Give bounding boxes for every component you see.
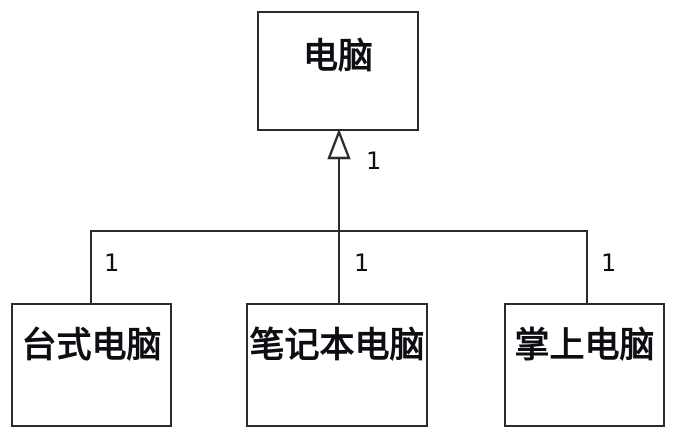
branch-line-subclass-2 — [338, 230, 340, 304]
multiplicity-subclass-2: 1 — [354, 249, 370, 277]
class-box-subclass-1[interactable]: 台式电脑 — [11, 303, 172, 427]
class-box-subclass-3[interactable]: 掌上电脑 — [504, 303, 665, 427]
class-name-superclass: 电脑 — [302, 37, 373, 77]
multiplicity-subclass-3: 1 — [601, 249, 617, 277]
class-name-subclass-2: 笔记本电脑 — [249, 326, 425, 366]
class-box-superclass[interactable]: 电脑 — [257, 11, 419, 131]
multiplicity-superclass: 1 — [366, 147, 382, 175]
generalization-stem-line — [338, 157, 340, 232]
class-box-subclass-2[interactable]: 笔记本电脑 — [246, 303, 428, 427]
multiplicity-subclass-1: 1 — [104, 249, 120, 277]
class-name-subclass-3: 掌上电脑 — [514, 326, 655, 366]
class-name-subclass-1: 台式电脑 — [21, 326, 162, 366]
generalization-hollow-triangle-icon — [327, 128, 351, 160]
branch-line-subclass-1 — [90, 230, 92, 304]
branch-line-subclass-3 — [586, 230, 588, 304]
